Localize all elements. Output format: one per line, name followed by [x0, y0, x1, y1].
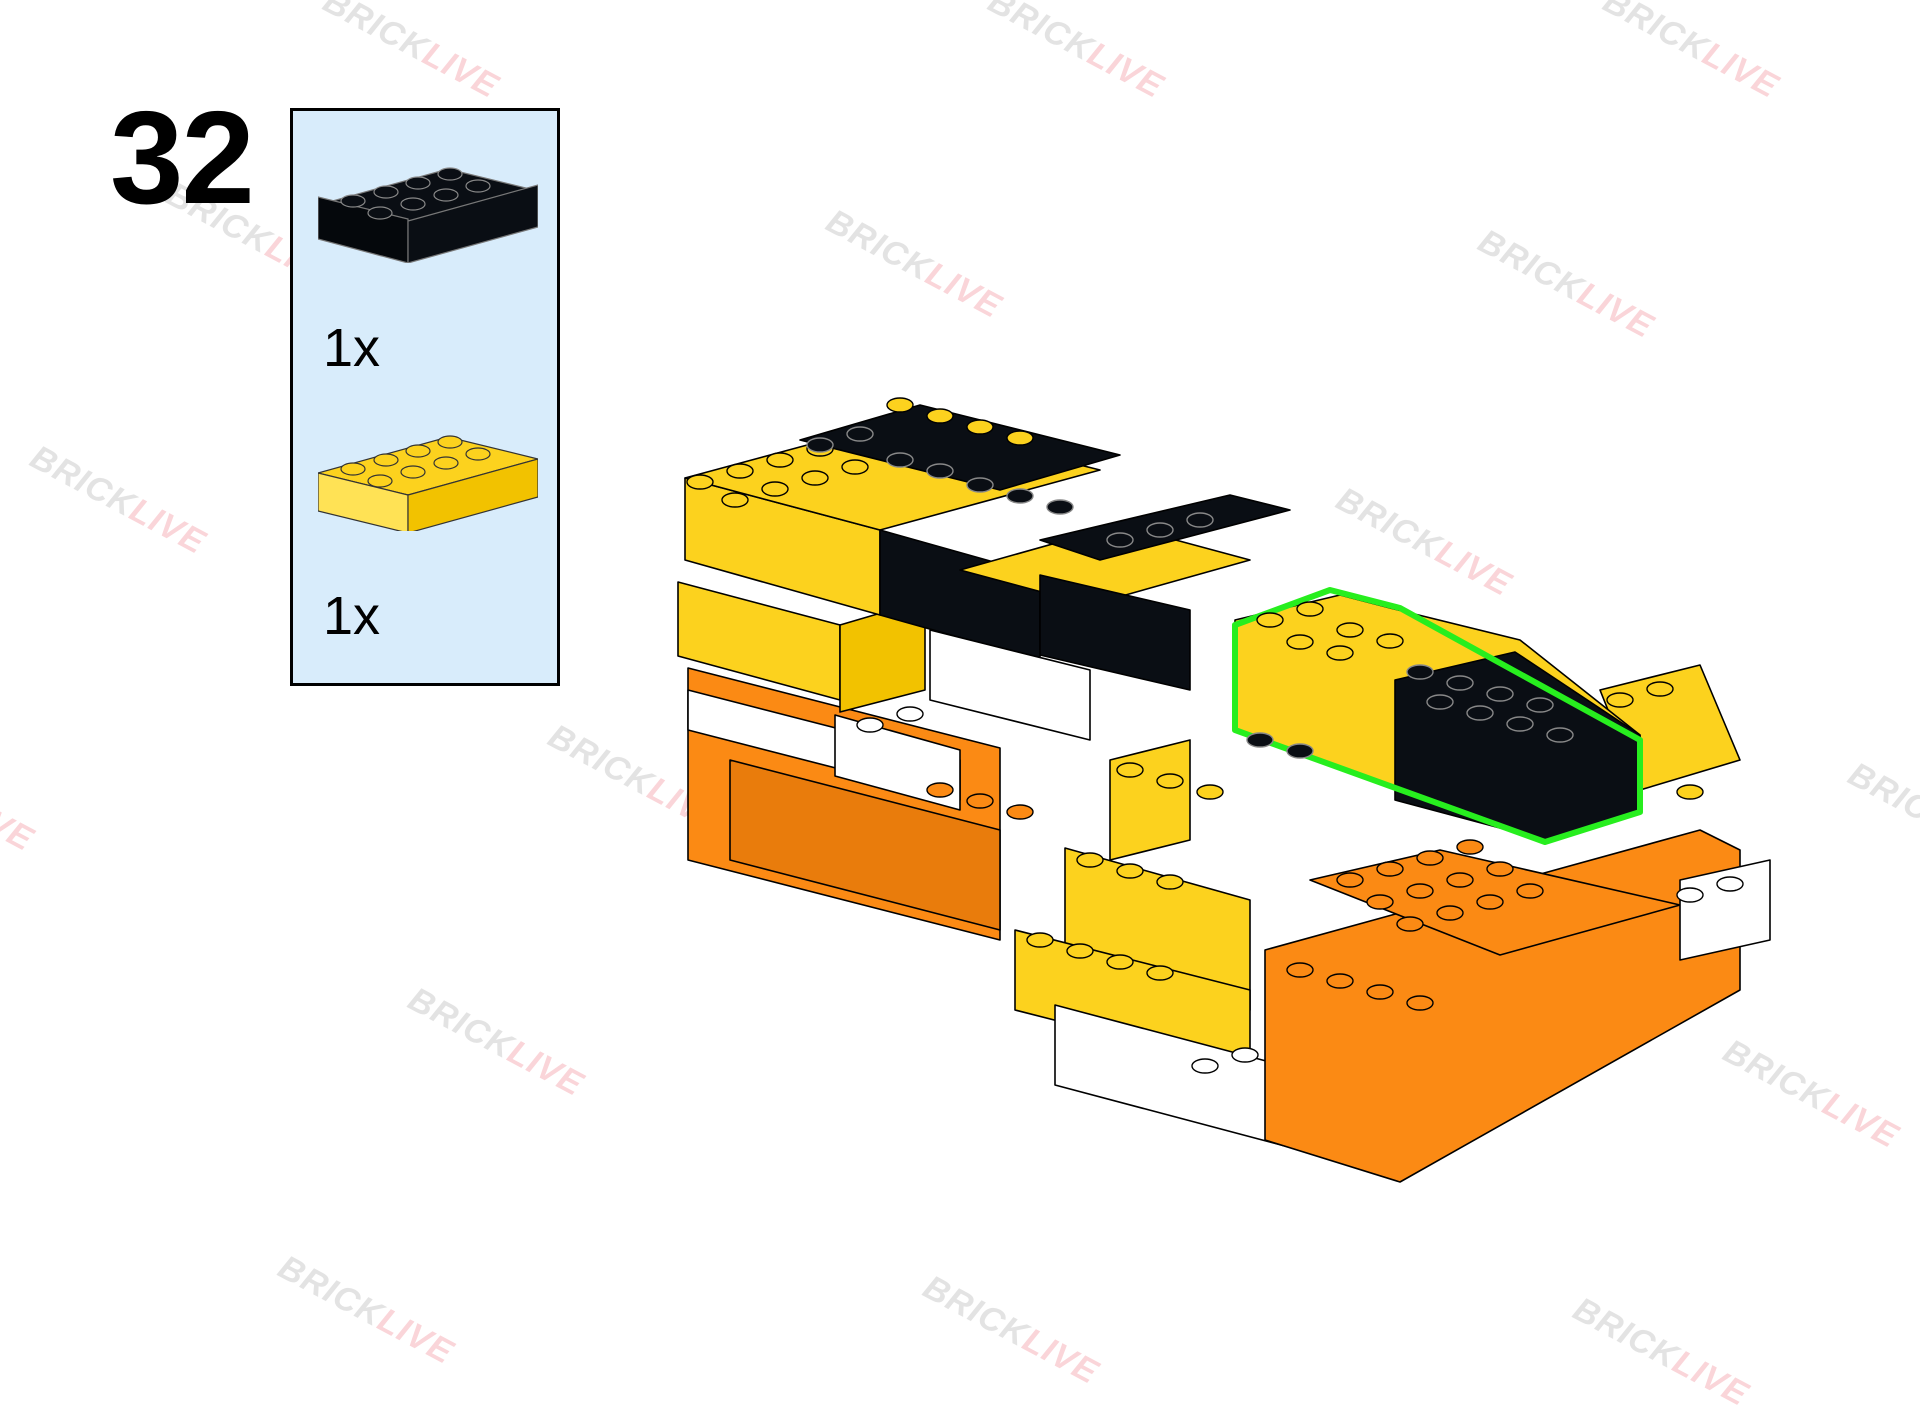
- parts-list-panel: 1x 1x: [290, 108, 560, 686]
- orange-brick: [729, 759, 1001, 931]
- white-brick: [929, 629, 1091, 741]
- step-number: 32: [110, 84, 255, 231]
- part-quantity: 1x: [323, 586, 381, 646]
- white-brick: [1679, 859, 1771, 961]
- black-brick-2x4-image: [318, 167, 538, 263]
- studs: [686, 397, 1744, 1074]
- new-black-brick: [1394, 651, 1641, 841]
- yellow-brick-2x4-image: [318, 435, 538, 531]
- new-parts-highlight: [1232, 587, 1643, 845]
- black-brick: [1039, 574, 1191, 691]
- model-assembly-illustration: [677, 397, 1771, 1183]
- part-quantity: 1x: [323, 318, 381, 378]
- yellow-brick: [1109, 739, 1191, 861]
